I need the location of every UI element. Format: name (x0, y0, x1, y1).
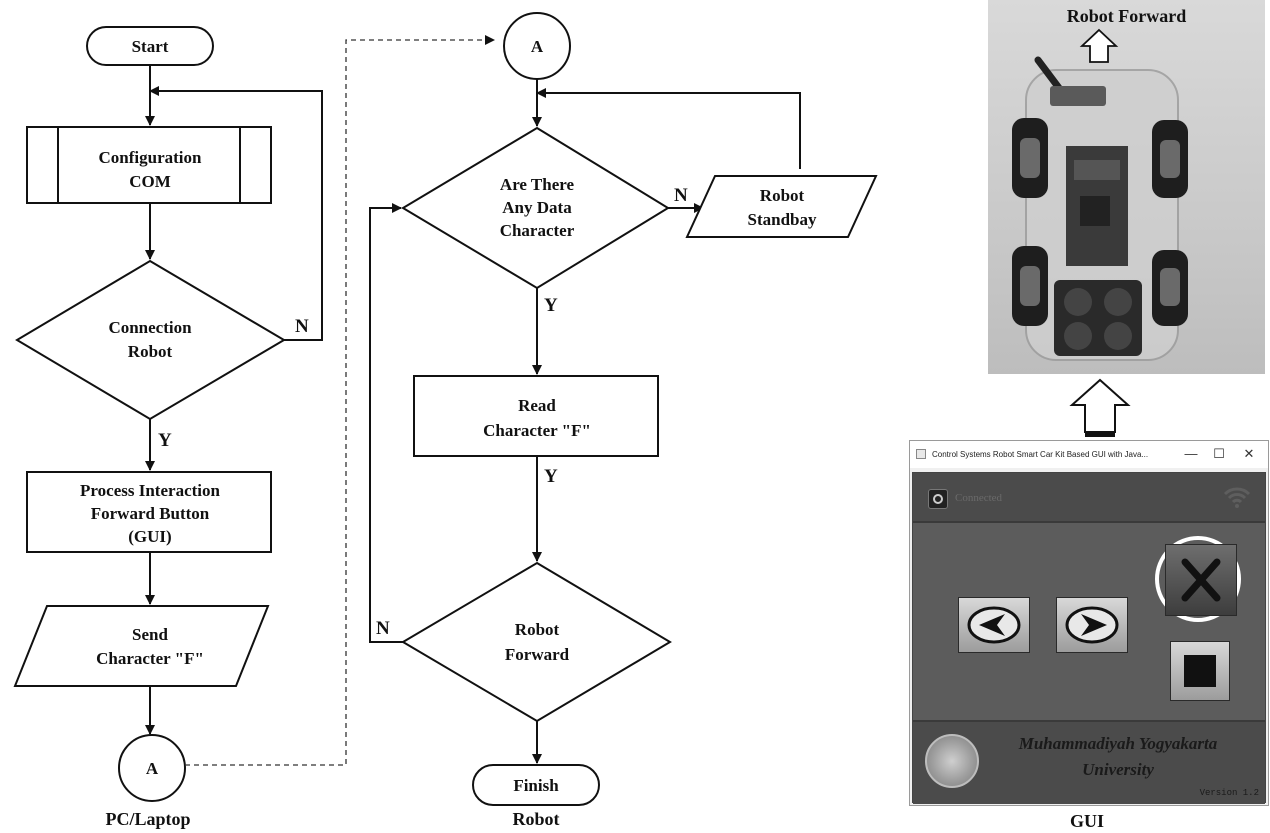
connection-yes-label: Y (158, 430, 172, 451)
stop-square-icon (1184, 655, 1216, 687)
stop-button[interactable] (1170, 641, 1230, 701)
read-character-box (414, 376, 658, 456)
loop-no-label: N (376, 618, 390, 639)
x-icon (1166, 545, 1236, 615)
process-label-1: Process Interaction (80, 481, 220, 500)
connection-label-2: Robot (128, 342, 173, 361)
configuration-label-2: COM (129, 172, 171, 191)
robot-caption: Robot (512, 809, 559, 829)
connection-status-text: Connected (955, 492, 1002, 504)
connection-robot-decision (17, 261, 284, 419)
finish-label: Finish (513, 776, 559, 795)
process-label-3: (GUI) (128, 527, 171, 546)
decision-label-1: Are There (500, 175, 575, 194)
gui-footer: Muhammadiyah Yogyakarta University Versi… (913, 720, 1265, 804)
robot-photo: Robot Forward (988, 0, 1265, 374)
standby-label-1: Robot (760, 186, 805, 205)
gui-caption: GUI (1070, 811, 1104, 831)
forward-label-2: Forward (505, 645, 570, 664)
gui-window-title: Control Systems Robot Smart Car Kit Base… (932, 450, 1148, 459)
minimize-button[interactable]: — (1180, 444, 1202, 464)
turn-left-button[interactable] (958, 597, 1030, 653)
standby-label-2: Standbay (748, 210, 817, 229)
gui-body: Connected (912, 472, 1266, 803)
connection-label-1: Connection (108, 318, 192, 337)
gui-window: Control Systems Robot Smart Car Kit Base… (909, 440, 1269, 806)
connector-a-pc-label: A (146, 759, 159, 778)
java-app-icon (916, 449, 926, 459)
connection-no-label: N (295, 316, 309, 337)
right-arrow-icon (1057, 598, 1127, 652)
process-label-2: Forward Button (91, 504, 210, 523)
connector-a-robot-label: A (531, 37, 544, 56)
up-arrow-large-icon (1072, 380, 1128, 432)
robot-car-image (1012, 60, 1188, 360)
send-character-io (15, 606, 268, 686)
start-label: Start (132, 37, 169, 56)
pc-caption: PC/Laptop (105, 809, 190, 829)
maximize-button[interactable]: ☐ (1208, 444, 1230, 464)
up-arrow-small-icon (1082, 30, 1116, 62)
decision-label-2: Any Data (502, 198, 572, 217)
forward-label-1: Robot (515, 620, 560, 639)
read-label-1: Read (518, 396, 556, 415)
send-label-2: Character "F" (96, 649, 204, 668)
turn-right-button[interactable] (1056, 597, 1128, 653)
university-name-line2: University (993, 760, 1243, 780)
forward-x-button[interactable] (1165, 544, 1237, 616)
read-label-2: Character "F" (483, 421, 591, 440)
robot-forward-decision (403, 563, 670, 721)
gui-titlebar: Control Systems Robot Smart Car Kit Base… (910, 441, 1268, 468)
version-label: Version 1.2 (1200, 788, 1259, 798)
connection-status-bar: Connected (913, 473, 1265, 523)
university-seal-logo (925, 734, 979, 788)
window-close-button[interactable]: ✕ (1238, 444, 1260, 464)
configuration-label-1: Configuration (99, 148, 203, 167)
left-arrow-icon (959, 598, 1029, 652)
wifi-icon (1223, 485, 1251, 509)
robot-flowchart: A Are There Any Data Character N Robot S… (370, 13, 876, 829)
read-yes-label: Y (544, 295, 558, 316)
university-name-line1: Muhammadiyah Yogyakarta (993, 734, 1243, 754)
decision-label-3: Character (500, 221, 575, 240)
standby-no-label: N (674, 185, 688, 206)
forward-yes-label: Y (544, 466, 558, 487)
connection-icon[interactable] (928, 489, 948, 509)
send-label-1: Send (132, 625, 168, 644)
pc-flowchart: Start Configuration COM Connection Robot… (15, 27, 322, 829)
